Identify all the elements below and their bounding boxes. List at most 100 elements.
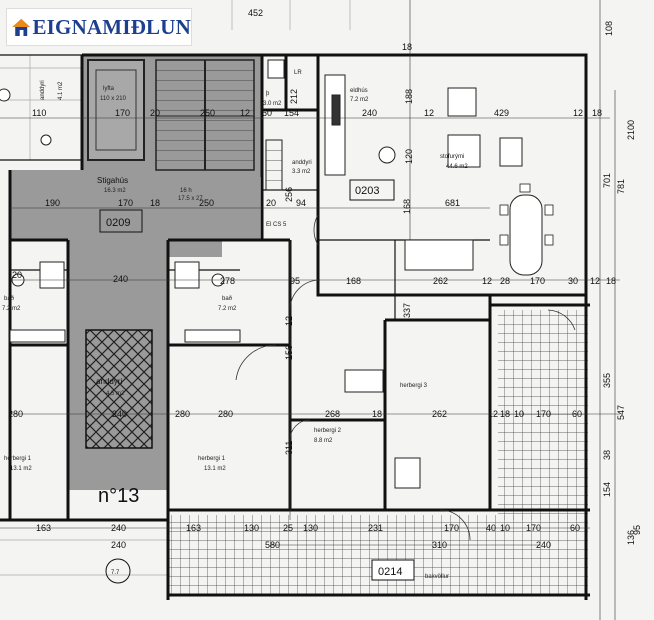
dim-b231: 231 (368, 523, 383, 533)
dim-b163a: 163 (36, 523, 51, 533)
stigahus-area: 16.3 m2 (104, 188, 126, 194)
bad-left-area: 7.2 m2 (2, 306, 21, 312)
dim-b240b: 240 (111, 540, 126, 550)
dim-547: 547 (616, 405, 626, 420)
dim-b170: 170 (444, 523, 459, 533)
dim-311: 311 (284, 441, 294, 455)
dim-12a: 12 (240, 108, 250, 118)
bakvollur-label: bakvöllur (425, 574, 449, 580)
dim-12e: 12 (590, 276, 600, 286)
dim-156: 156 (284, 345, 294, 360)
terrace-grid (168, 310, 588, 595)
herbergi1-left-label: herbergi 1 (4, 456, 32, 462)
elevator (87, 59, 145, 161)
eldhus-area: 7.2 m2 (350, 97, 369, 103)
dimension-labels: 452 108 18 2100 110 170 20 250 12 60 154… (8, 8, 642, 550)
stairs (155, 59, 255, 171)
dim-b240c: 240 (536, 540, 551, 550)
dim-701: 701 (602, 173, 612, 188)
dim-94: 94 (296, 198, 306, 208)
bad-left-label: bað (4, 295, 15, 302)
steps-size: 17.5 x 27 (178, 196, 203, 202)
left-room-label: anddyri (40, 80, 46, 100)
room-labels: lyfta 110 x 210 Stigahús 16.3 m2 16 h 17… (2, 70, 468, 580)
stigahus-label: Stigahús (97, 176, 128, 185)
dim-280c: 280 (218, 409, 233, 419)
dimension-lines (0, 0, 620, 620)
code-0203: 0203 (355, 185, 379, 197)
dim-262b: 262 (432, 409, 447, 419)
dim-12f: 12 (488, 409, 498, 419)
dim-154b: 154 (602, 482, 612, 497)
dim-120: 120 (404, 149, 414, 164)
dim-12c: 12 (573, 108, 583, 118)
lyfta-size: 110 x 210 (100, 96, 127, 102)
code-box-0214 (371, 559, 415, 581)
herbergi3-label: herbergi 3 (400, 383, 428, 389)
house-number: n°13 (98, 485, 139, 507)
code-0214: 0214 (378, 566, 402, 578)
dim-18d: 18 (372, 409, 382, 419)
dim-60b: 60 (572, 409, 582, 419)
dim-b60: 60 (570, 523, 580, 533)
dim-136: 136 (626, 530, 636, 545)
dim-429: 429 (494, 108, 509, 118)
dim-18c: 18 (606, 276, 616, 286)
herbergi1-mid-label: herbergi 1 (198, 456, 226, 462)
dim-154: 154 (284, 108, 299, 118)
lr-label: LR (294, 70, 302, 76)
dim-20a: 20 (150, 108, 160, 118)
dim-b580: 580 (265, 540, 280, 550)
dim-280b: 280 (175, 409, 190, 419)
dim-188: 188 (404, 89, 414, 104)
anddyri-common-label: anddyri (96, 377, 122, 386)
eldhus-label: eldhús (350, 88, 368, 94)
code-box-0203 (349, 179, 395, 201)
dim-28: 28 (500, 276, 510, 286)
dim-b170b: 170 (526, 523, 541, 533)
house-logo-icon (12, 18, 31, 36)
dim-top-18: 18 (402, 42, 412, 52)
elcs-label: El CS 5 (266, 222, 287, 228)
dim-b40: 40 (486, 523, 496, 533)
dim-20b: 20 (266, 198, 276, 208)
dim-b310: 310 (432, 540, 447, 550)
herbergi1-mid-area: 13.1 m2 (204, 466, 226, 472)
code-0209: 0209 (106, 217, 130, 229)
dim-38: 38 (602, 450, 612, 460)
dim-2100: 2100 (626, 120, 636, 140)
circle-label-ring (105, 558, 131, 584)
dim-b130a: 130 (244, 523, 259, 533)
dim-170b: 170 (118, 198, 133, 208)
herbergi2-label: herbergi 2 (314, 428, 342, 434)
bad-mid-label: bað (222, 295, 233, 302)
dim-355: 355 (602, 373, 612, 388)
dim-b130b: 130 (303, 523, 318, 533)
dim-781: 781 (616, 179, 626, 194)
dim-278: 278 (220, 276, 235, 286)
circle-label: 7.7 (111, 570, 120, 576)
brand-logo[interactable]: EIGNAMIÐLUN (6, 8, 192, 46)
dim-b10: 10 (500, 523, 510, 533)
dim-18a: 18 (592, 108, 602, 118)
chairs (499, 183, 554, 246)
herbergi2-area: 8.8 m2 (314, 438, 333, 444)
dim-452: 452 (248, 8, 263, 18)
dim-95: 95 (290, 276, 300, 286)
dim-b163b: 163 (186, 523, 201, 533)
dim-268: 268 (325, 409, 340, 419)
dim-110: 110 (32, 108, 46, 118)
dim-108: 108 (604, 21, 614, 36)
dim-18b: 18 (150, 198, 160, 208)
dim-170a: 170 (115, 108, 130, 118)
dim-681: 681 (445, 198, 460, 208)
dim-12g: 12 (284, 316, 294, 326)
dim-12d: 12 (482, 276, 492, 286)
lyfta-label: lyfta (103, 86, 115, 92)
dim-168b: 168 (346, 276, 361, 286)
dim-250b: 250 (199, 198, 214, 208)
brand-name: EIGNAMIÐLUN (32, 14, 191, 39)
dim-337: 337 (402, 303, 412, 318)
dim-250a: 250 (200, 108, 215, 118)
